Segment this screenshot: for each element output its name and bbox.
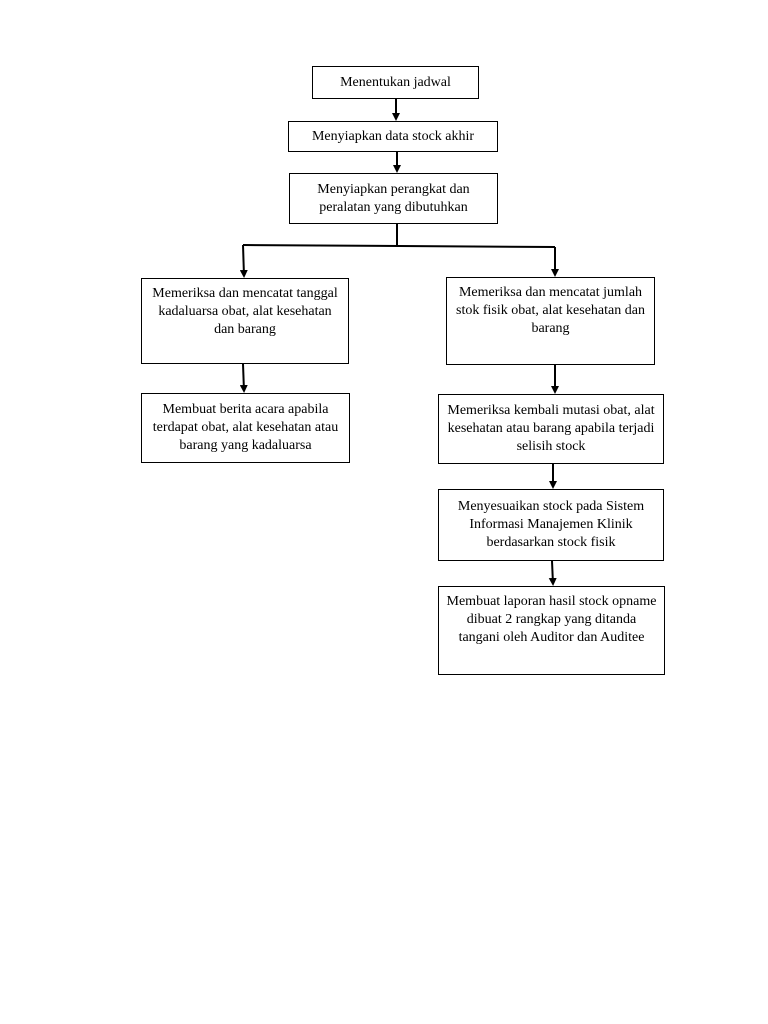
step-label: Menyiapkan data stock akhir — [311, 128, 475, 144]
step-label: Menentukan jadwal — [340, 74, 451, 90]
step-membuat-berita-acara: Membuat berita acara apabila terdapat ob… — [141, 393, 350, 463]
step-label: Membuat laporan hasil stock opname dibua… — [446, 594, 657, 645]
step-label: Memeriksa kembali mutasi obat, alat kese… — [447, 403, 655, 454]
step-label: Menyesuaikan stock pada Sistem Informasi… — [457, 499, 645, 550]
step-memeriksa-stok-fisik: Memeriksa dan mencatat jumlah stok fisik… — [446, 277, 655, 365]
step-menentukan-jadwal: Menentukan jadwal — [312, 66, 479, 99]
step-label: Membuat berita acara apabila terdapat ob… — [152, 402, 339, 453]
step-menyiapkan-data-stock: Menyiapkan data stock akhir — [288, 121, 498, 152]
step-membuat-laporan: Membuat laporan hasil stock opname dibua… — [438, 586, 665, 675]
step-label: Memeriksa dan mencatat tanggal kadaluars… — [152, 286, 338, 337]
step-label: Menyiapkan perangkat dan peralatan yang … — [317, 181, 470, 215]
arrow-sim-to-laporan — [548, 560, 557, 586]
step-menyesuaikan-sim-klinik: Menyesuaikan stock pada Sistem Informasi… — [438, 489, 664, 561]
step-menyiapkan-perangkat: Menyiapkan perangkat dan peralatan yang … — [289, 173, 498, 224]
connector-branch-horizontal — [242, 244, 556, 248]
arrow-kadaluarsa-to-berita — [239, 363, 248, 393]
step-memeriksa-kadaluarsa: Memeriksa dan mencatat tanggal kadaluars… — [141, 278, 349, 364]
arrow-branch-to-kadaluarsa — [239, 244, 248, 278]
step-memeriksa-mutasi: Memeriksa kembali mutasi obat, alat kese… — [438, 394, 664, 464]
step-label: Memeriksa dan mencatat jumlah stok fisik… — [456, 285, 645, 336]
